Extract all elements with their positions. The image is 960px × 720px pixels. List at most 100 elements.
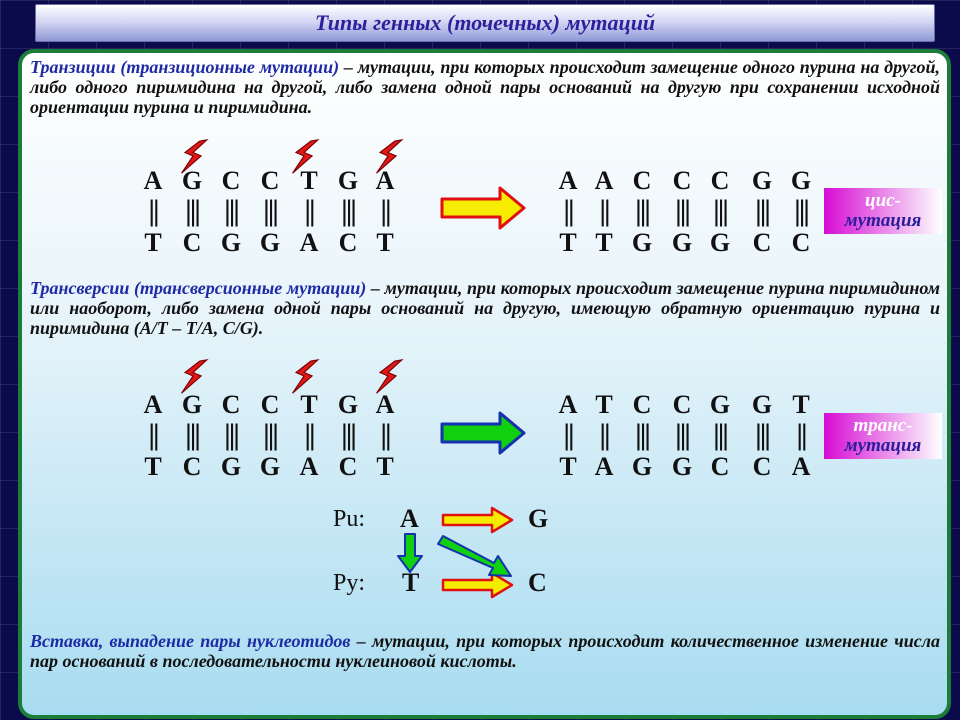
pyrimidine-to-base: C (528, 568, 547, 597)
nucleotide-5: A (299, 228, 319, 257)
cis-label-line1: цис- (865, 190, 901, 211)
nucleotide-2: A (594, 452, 614, 481)
nucleotide-4: G (671, 228, 693, 257)
nucleotide-7: A (791, 452, 811, 481)
nucleotide-2: G (181, 390, 203, 419)
slide-title-bar: Типы генных (точечных) мутаций (35, 4, 935, 42)
hydrogen-bond-4: ||| (675, 194, 691, 227)
transitions-text: – мутации, при которых происходит замеще… (30, 57, 940, 117)
nucleotide-6: G (751, 390, 773, 419)
nucleotide-5: G (709, 228, 731, 257)
nucleotide-7: A (375, 166, 395, 195)
lightning-icon (291, 139, 319, 174)
hydrogen-bond-3: ||| (635, 194, 651, 227)
hydrogen-bond-3: ||| (224, 418, 240, 451)
nucleotide-5: C (710, 452, 730, 481)
lightning-icon (180, 139, 208, 174)
transversions-term: Трансверсии (трансверсионные мутации) (30, 278, 367, 298)
hydrogen-bond-4: ||| (263, 418, 279, 451)
hydrogen-bond-4: ||| (675, 418, 691, 451)
hydrogen-bond-7: || (796, 418, 807, 451)
hydrogen-bond-2: || (599, 194, 610, 227)
nucleotide-6: G (337, 166, 359, 195)
hydrogen-bond-2: || (599, 418, 610, 451)
cis-mutation-label: цис- мутация (824, 188, 942, 234)
hydrogen-bond-7: ||| (794, 194, 810, 227)
hydrogen-bond-6: ||| (755, 194, 771, 227)
trans-label-line2: мутация (844, 435, 922, 456)
nucleotide-5: A (299, 452, 319, 481)
hydrogen-bond-5: || (304, 194, 315, 227)
slide-title: Типы генных (точечных) мутаций (314, 10, 656, 35)
purine-transition-arrow-icon (441, 506, 514, 534)
nucleotide-1: A (558, 390, 578, 419)
insertions-term: Вставка, выпадение пары нуклеотидов (30, 631, 351, 651)
nucleotide-3: C (632, 166, 652, 195)
nucleotide-7: A (375, 390, 395, 419)
lightning-icon (180, 359, 208, 394)
transversions-text: – мутации, при которых происходит замеще… (30, 278, 940, 338)
nucleotide-6: C (338, 228, 358, 257)
cis-label-line2: мутация (844, 210, 922, 231)
nucleotide-4: G (259, 228, 281, 257)
nucleotide-1: T (144, 452, 162, 481)
nucleotide-7: G (790, 166, 812, 195)
nucleotide-4: C (260, 166, 280, 195)
hydrogen-bond-5: ||| (713, 418, 729, 451)
hydrogen-bond-6: ||| (341, 194, 357, 227)
hydrogen-bond-5: || (304, 418, 315, 451)
hydrogen-bond-1: || (563, 418, 574, 451)
nucleotide-1: T (559, 228, 577, 257)
hydrogen-bond-7: || (380, 194, 391, 227)
nucleotide-3: G (631, 452, 653, 481)
nucleotide-1: T (144, 228, 162, 257)
pyrimidine-from-base: T (402, 568, 420, 597)
hydrogen-bond-6: ||| (755, 418, 771, 451)
nucleotide-3: G (631, 228, 653, 257)
nucleotide-2: C (182, 228, 202, 257)
vertical-transversion-arrow-icon (397, 533, 423, 573)
nucleotide-7: T (792, 390, 810, 419)
nucleotide-3: G (220, 452, 242, 481)
insertions-text: – мутации, при которых происходит количе… (30, 631, 940, 671)
transitions-term: Транзиции (транзиционные мутации) (30, 57, 340, 77)
pyrimidine-transition-arrow-icon (441, 571, 514, 599)
nucleotide-6: C (752, 228, 772, 257)
nucleotide-2: T (595, 390, 613, 419)
lightning-icon (291, 359, 319, 394)
purine-label: Pu: (333, 506, 366, 532)
nucleotide-5: G (709, 390, 731, 419)
nucleotide-1: A (143, 390, 163, 419)
nucleotide-7: C (791, 228, 811, 257)
pyrimidine-label: Py: (333, 570, 366, 596)
lightning-icon (375, 359, 403, 394)
nucleotide-6: C (752, 452, 772, 481)
purine-to-base: G (528, 504, 549, 533)
hydrogen-bond-7: || (380, 418, 391, 451)
nucleotide-4: C (672, 166, 692, 195)
nucleotide-6: G (751, 166, 773, 195)
nucleotide-5: C (710, 166, 730, 195)
nucleotide-2: C (182, 452, 202, 481)
hydrogen-bond-1: || (563, 194, 574, 227)
hydrogen-bond-2: ||| (185, 418, 201, 451)
hydrogen-bond-2: ||| (185, 194, 201, 227)
nucleotide-4: C (672, 390, 692, 419)
transversions-definition: Трансверсии (трансверсионные мутации) – … (30, 278, 940, 338)
content-panel: Транзиции (транзиционные мутации) – мута… (18, 49, 951, 719)
transition-arrow-icon (440, 186, 526, 230)
hydrogen-bond-5: ||| (713, 194, 729, 227)
nucleotide-5: T (300, 166, 318, 195)
transitions-definition: Транзиции (транзиционные мутации) – мута… (30, 57, 940, 117)
hydrogen-bond-6: ||| (341, 418, 357, 451)
hydrogen-bond-3: ||| (635, 418, 651, 451)
nucleotide-3: C (221, 390, 241, 419)
nucleotide-4: G (671, 452, 693, 481)
nucleotide-3: G (220, 228, 242, 257)
nucleotide-6: G (337, 390, 359, 419)
insertions-definition: Вставка, выпадение пары нуклеотидов – му… (30, 631, 940, 671)
trans-mutation-label: транс- мутация (824, 413, 942, 459)
nucleotide-3: C (221, 166, 241, 195)
nucleotide-4: G (259, 452, 281, 481)
